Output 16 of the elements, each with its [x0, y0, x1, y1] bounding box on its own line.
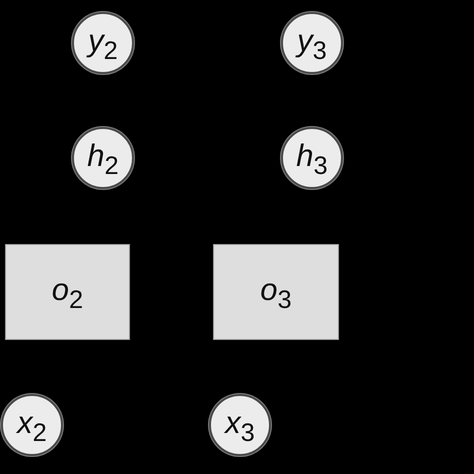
variable-label: x$_{3}$	[225, 406, 255, 444]
variable-circle	[209, 394, 271, 456]
variable-circle	[1, 394, 63, 456]
variable-label: h$_{2}$	[87, 140, 119, 176]
variable-label: y$_{2}$	[88, 24, 118, 62]
variable-label: x$_{2}$	[17, 406, 47, 444]
variable-circle	[72, 127, 134, 189]
variable-circle	[281, 127, 343, 189]
variable-label: y$_{3}$	[297, 24, 327, 62]
variable-circle	[281, 12, 343, 74]
variable-circle	[72, 12, 134, 74]
variable-label: o$_{3}$	[260, 274, 292, 310]
variable-label: o$_{2}$	[52, 274, 84, 310]
operation-box	[5, 244, 130, 340]
operation-box	[213, 244, 339, 340]
variable-label: h$_{3}$	[296, 140, 328, 176]
